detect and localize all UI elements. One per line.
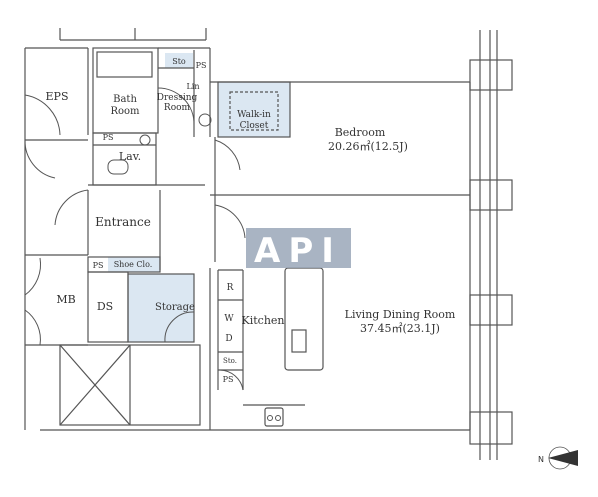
sto-top-label: Sto bbox=[172, 57, 186, 66]
api-watermark-text: API bbox=[254, 231, 342, 271]
washer-label: W bbox=[224, 314, 234, 324]
north-compass: N bbox=[538, 446, 578, 470]
dishwasher-label: D bbox=[225, 334, 232, 344]
bedroom-label: Bedroom bbox=[335, 126, 386, 139]
storage-fill bbox=[128, 274, 194, 342]
ds-label: DS bbox=[97, 300, 113, 313]
walkin-label-line2: Closet bbox=[240, 121, 269, 131]
walkin-label-line1: Walk-in bbox=[237, 110, 271, 120]
storage-label: Storage bbox=[155, 302, 195, 313]
lin-label: Lin bbox=[186, 82, 199, 91]
living-size: 37.45㎡(23.1J) bbox=[360, 322, 440, 335]
ps-top-label: PS bbox=[196, 61, 207, 70]
bath-label-line1: Bath bbox=[113, 94, 137, 105]
kitchen-label: Kitchen bbox=[242, 314, 285, 327]
shoe-closet-label: Shoe Clo. bbox=[114, 260, 153, 269]
ps-shoe-label: PS bbox=[93, 261, 104, 270]
sto-top-fill bbox=[165, 53, 193, 68]
dressing-label-line1: Dressing bbox=[157, 93, 198, 103]
api-watermark: API bbox=[246, 228, 351, 271]
ps-kitchen-label: PS bbox=[223, 375, 234, 384]
dressing-label-line2: Room bbox=[164, 103, 191, 113]
shoe-closet-fill bbox=[108, 257, 160, 272]
lav-label: Lav. bbox=[119, 150, 141, 163]
mb-label: MB bbox=[56, 293, 75, 306]
eps-label: EPS bbox=[46, 90, 69, 103]
living-label: Living Dining Room bbox=[345, 308, 456, 321]
sto-kitchen-label: Sto. bbox=[223, 357, 237, 365]
ps-lav-label: PS bbox=[103, 133, 114, 142]
bath-label-line2: Room bbox=[110, 106, 140, 117]
compass-north-label: N bbox=[538, 455, 544, 464]
refrigerator-label: R bbox=[227, 283, 234, 293]
doors bbox=[24, 87, 281, 421]
bedroom-size: 20.26㎡(12.5J) bbox=[328, 140, 408, 153]
entrance-label: Entrance bbox=[95, 215, 151, 229]
